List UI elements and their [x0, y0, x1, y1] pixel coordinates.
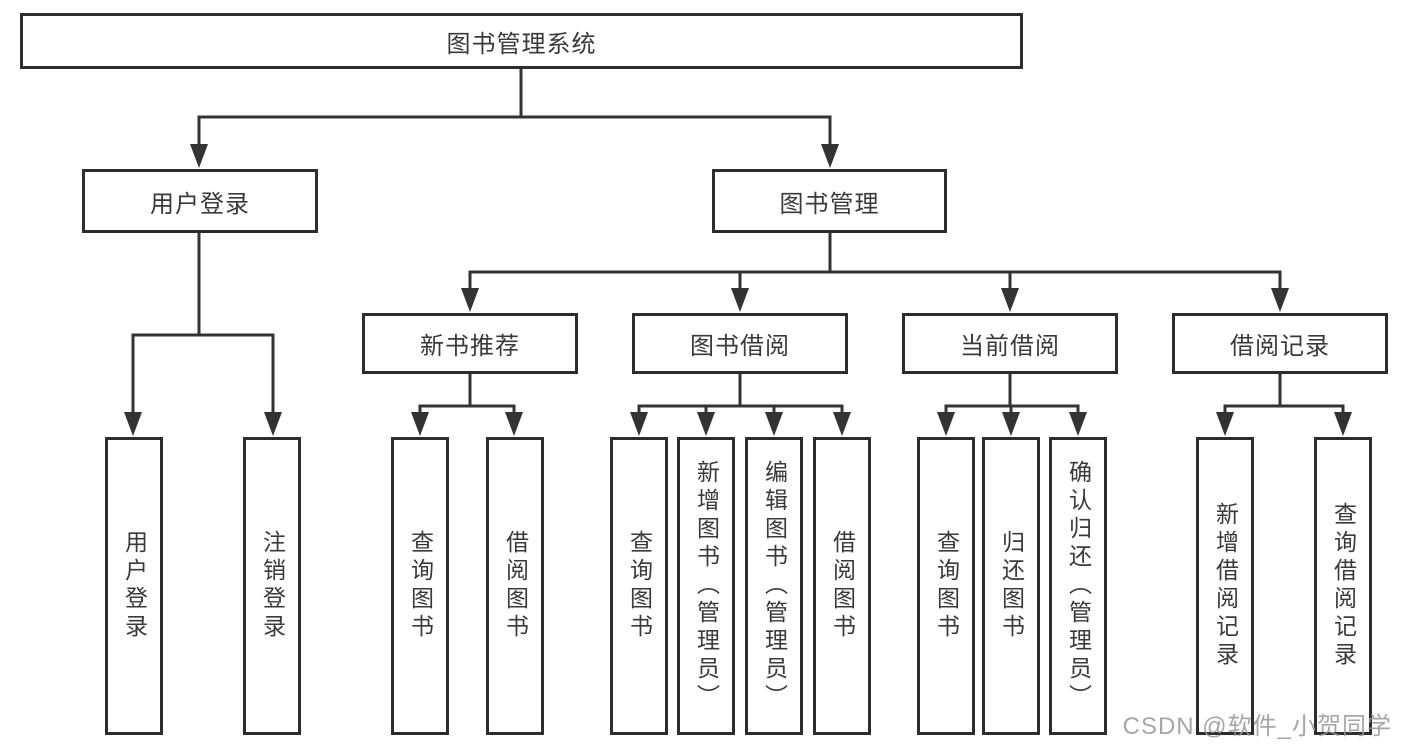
- node-label: 注销登录: [259, 530, 286, 642]
- node-label: 新增借阅记录: [1212, 502, 1239, 670]
- node-query-books-borrow: 查询图书: [610, 437, 668, 735]
- node-query-books-recommend: 查询图书: [391, 437, 449, 735]
- node-user-login: 用户登录: [82, 169, 318, 233]
- node-label: 用户登录: [121, 530, 148, 642]
- node-book-borrow: 图书借阅: [632, 313, 848, 374]
- node-return-book: 归还图书: [982, 437, 1040, 735]
- node-book-management: 图书管理: [712, 169, 947, 233]
- node-confirm-return-admin: 确认归还（管理员）: [1049, 437, 1107, 735]
- node-add-book-admin: 新增图书（管理员）: [677, 437, 735, 735]
- node-query-borrow-record: 查询借阅记录: [1314, 437, 1372, 735]
- node-borrow-books-recommend: 借阅图书: [486, 437, 544, 735]
- node-label: 当前借阅: [960, 333, 1060, 360]
- node-label: 查询图书: [407, 530, 434, 642]
- node-label: 图书管理系统: [446, 30, 597, 58]
- node-library-management-system: 图书管理系统: [20, 13, 1023, 69]
- node-new-book-recommend: 新书推荐: [362, 313, 578, 374]
- node-label: 借阅图书: [829, 530, 856, 642]
- node-label: 确认归还（管理员）: [1065, 460, 1092, 712]
- node-label: 借阅记录: [1230, 333, 1330, 360]
- node-borrow-records: 借阅记录: [1172, 313, 1388, 374]
- node-edit-book-admin: 编辑图书（管理员）: [745, 437, 803, 735]
- node-label: 查询借阅记录: [1330, 502, 1357, 670]
- node-logout: 注销登录: [243, 437, 301, 735]
- node-current-borrow: 当前借阅: [902, 313, 1118, 374]
- node-label: 查询图书: [933, 530, 960, 642]
- node-query-books-current: 查询图书: [917, 437, 975, 735]
- node-label: 新书推荐: [420, 333, 520, 360]
- node-label: 图书借阅: [690, 333, 790, 360]
- node-label: 新增图书（管理员）: [693, 460, 720, 712]
- node-label: 用户登录: [150, 190, 250, 218]
- node-label: 查询图书: [626, 530, 653, 642]
- node-add-borrow-record: 新增借阅记录: [1196, 437, 1254, 735]
- node-label: 借阅图书: [502, 530, 529, 642]
- node-label: 归还图书: [998, 530, 1025, 642]
- node-label: 图书管理: [779, 190, 880, 218]
- node-user-login-leaf: 用户登录: [105, 437, 163, 735]
- node-borrow-books-borrow: 借阅图书: [813, 437, 871, 735]
- node-label: 编辑图书（管理员）: [761, 460, 788, 712]
- csdn-watermark: CSDN @软件_小贺同学: [1122, 713, 1392, 740]
